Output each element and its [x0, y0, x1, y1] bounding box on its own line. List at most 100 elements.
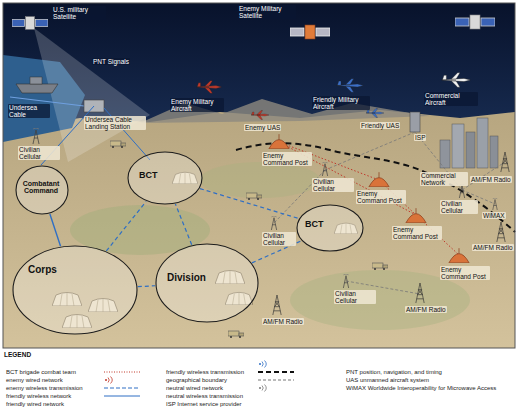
legend-sample — [104, 377, 142, 384]
map-label: AM/FM Radio — [472, 244, 514, 251]
geographical-boundary — [236, 143, 515, 232]
enemy-uas-icon — [251, 111, 269, 120]
legend-text: UAS unmanned aircraft system — [346, 377, 429, 383]
cell-tower-icon — [271, 216, 276, 230]
legend-text: ISP Internet service provider — [166, 401, 242, 407]
radio-tower-icon — [501, 152, 509, 172]
cell-tower-icon — [33, 128, 39, 144]
legend-entry: enemy wired network — [6, 368, 63, 376]
cell-tower-icon — [322, 162, 327, 176]
map-label: AM/FM Radio — [470, 176, 512, 183]
legend-text: friendly wireless network — [6, 393, 71, 399]
map-label: Commercial Aircraft — [424, 92, 478, 106]
friendly-wired-line — [104, 108, 150, 160]
mountain-range — [140, 99, 430, 123]
unit-ellipse — [297, 205, 363, 251]
city-building — [477, 118, 488, 168]
enemy-command-post-icon — [269, 134, 289, 149]
unit-outline — [155, 243, 259, 323]
vegetation-patch — [200, 162, 320, 198]
unit-name: Division — [167, 273, 206, 284]
legend-text: geographical boundary — [166, 377, 227, 383]
satellite-icon — [455, 15, 495, 29]
unit-name: BCT — [139, 171, 158, 180]
legend-entry: friendly wireless network — [6, 384, 71, 392]
unit-outline — [12, 245, 138, 335]
legend-entry: PNT position, navigation, and timing — [346, 360, 442, 368]
map-label: Undersea Cable — [8, 104, 50, 118]
map-label: PNT Signals — [92, 58, 130, 65]
ship-bridge — [30, 77, 42, 84]
tent-icon — [215, 271, 245, 285]
network-link — [106, 201, 146, 251]
enemy-command-post-icon — [406, 208, 426, 223]
map-label: Civilian Cellular — [440, 200, 478, 214]
network-link — [252, 241, 301, 263]
legend-wave-sample — [105, 379, 107, 381]
network-link — [50, 214, 61, 246]
legend-line-sample — [104, 388, 140, 389]
map-label: AM/FM Radio — [262, 318, 304, 325]
unit-name: Combatant Command — [19, 180, 63, 195]
ship-icon — [16, 84, 58, 93]
network-link — [200, 189, 299, 219]
legend-entry: neutral wireless transmission — [166, 384, 243, 392]
tent-icon — [172, 172, 198, 184]
map-label: ISP — [414, 134, 426, 141]
radio-tower-icon — [416, 283, 424, 303]
map-label: Friendly Military Aircraft — [312, 96, 370, 110]
legend-entry: enemy wireless transmission — [6, 376, 83, 384]
tent-icon — [88, 299, 118, 313]
city-building — [440, 140, 450, 168]
legend-text: enemy wired network — [6, 377, 63, 383]
enemy-satellite-icon — [290, 25, 330, 39]
legend-wave-sample — [259, 363, 261, 365]
map-label: Enemy Military Aircraft — [170, 98, 224, 112]
map-label: Enemy Command Post — [392, 226, 442, 240]
map-label: Civilian Cellular — [334, 290, 376, 304]
legend-sample — [258, 377, 296, 384]
legend-sample — [104, 393, 142, 400]
unit-name: Corps — [28, 265, 57, 276]
pnt-signal-beam — [34, 28, 150, 162]
tent-icon — [334, 223, 358, 234]
legend-entry: BCT brigade combat team — [6, 360, 76, 368]
unit-circle: Combatant Command — [15, 165, 69, 215]
legend-line-sample — [258, 371, 294, 373]
map-label: WiMAX — [482, 212, 506, 219]
friendly-aircraft-icon — [337, 79, 364, 93]
legend-entry: neutral wired network — [166, 376, 223, 384]
cell-tower-icon — [459, 184, 464, 198]
legend-text: neutral wired network — [166, 385, 223, 391]
unit-outline — [127, 151, 203, 205]
enemy-command-post-icon — [369, 172, 389, 187]
cell-tower-icon — [343, 274, 348, 288]
legend-wave-sample — [262, 361, 266, 368]
legend-entry: friendly wired network — [6, 392, 64, 400]
tent-icon — [52, 293, 82, 307]
legend-entry: ISP Internet service provider — [166, 392, 242, 400]
unit-outline — [296, 204, 364, 252]
map-label: Undersea Cable Landing Station — [84, 116, 146, 130]
commercial-aircraft-icon — [442, 73, 471, 87]
vegetation-patch — [290, 270, 470, 330]
radio-tower-icon — [497, 222, 505, 242]
map-label: Enemy Command Post — [262, 152, 312, 166]
vegetation-patch — [70, 205, 210, 255]
map-label: Enemy Command Post — [440, 266, 490, 280]
unit-outline — [15, 165, 69, 215]
legend-line-sample — [104, 396, 140, 397]
unit-circle: Division — [155, 243, 259, 323]
legend-wave-sample — [262, 385, 266, 392]
map-label: Civilian Cellular — [262, 232, 296, 246]
enemy-wired-line — [279, 142, 459, 255]
wimax-tower-icon — [493, 198, 498, 210]
legend-heading: LEGEND — [4, 351, 31, 358]
map-label: Civilian Cellular — [312, 178, 354, 192]
radio-tower-icon — [273, 295, 281, 315]
map-label: Friendly UAS — [360, 122, 400, 129]
city-building — [466, 132, 475, 168]
